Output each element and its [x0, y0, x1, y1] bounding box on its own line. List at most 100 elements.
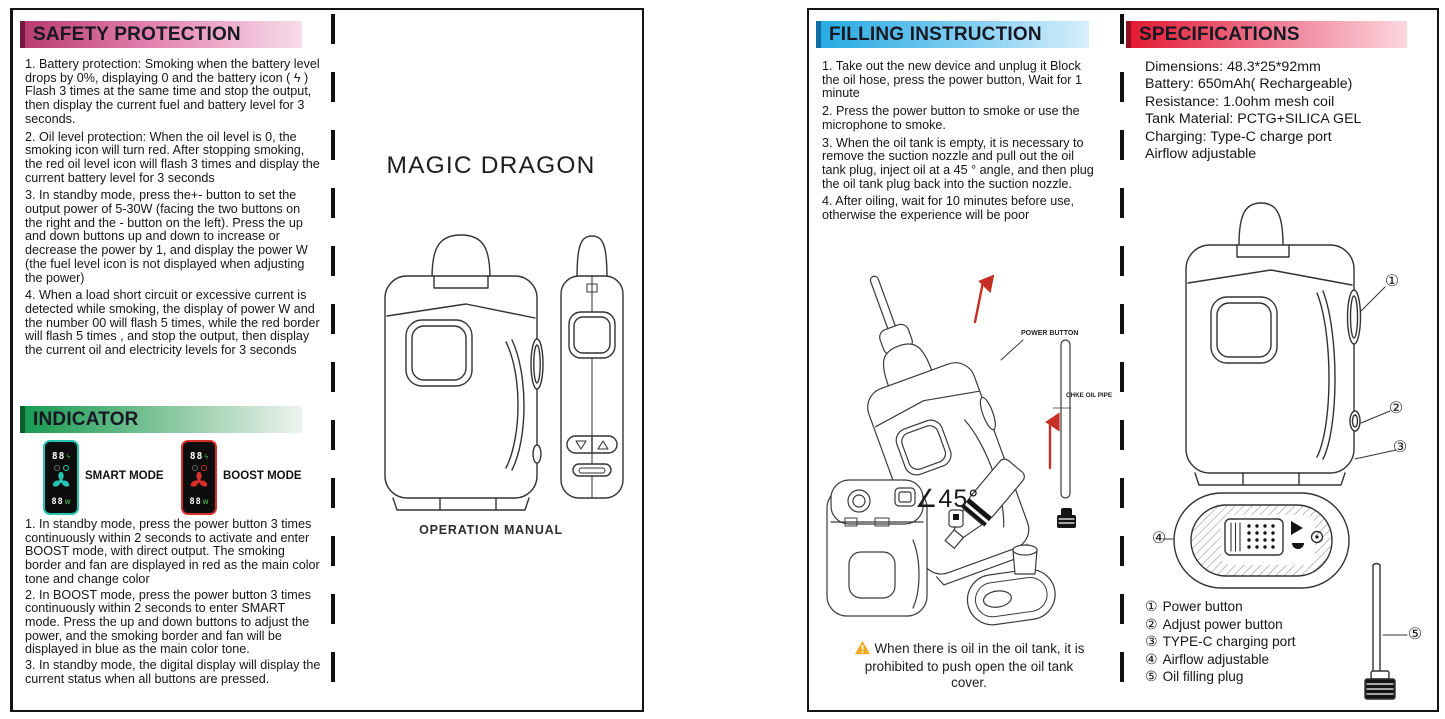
adjust-button [533, 445, 541, 463]
indicator-title: INDICATOR [33, 408, 139, 430]
power-button [531, 339, 543, 389]
mouthpiece [1239, 203, 1283, 245]
spec-line: Dimensions: 48.3*25*92mm [1145, 59, 1321, 75]
arc-mark [1292, 543, 1304, 549]
power-button-label: POWER BUTTON [1021, 330, 1079, 337]
screen-window [406, 320, 472, 386]
warning-text: When there is oil in the oil tank, it is… [864, 641, 1085, 690]
safety-text: 1. Battery protection: Smoking when the … [25, 57, 321, 362]
fold-line [331, 14, 335, 706]
spec-line: Tank Material: PCTG+SILICA GEL [1145, 111, 1362, 128]
warning-triangle-icon [854, 640, 871, 659]
display-digits: 88 [51, 451, 66, 462]
safety-item: 2. Oil level protection: When the oil le… [25, 129, 320, 185]
display-digits: 88 [189, 451, 204, 462]
callout-1-leader [1361, 287, 1385, 311]
filling-text: 1. Take out the new device and unplug it… [822, 59, 1100, 227]
filling-instruction-header: FILLING INSTRUCTION [816, 21, 1089, 48]
specs-list: Dimensions: 48.3*25*92mm Battery: 650mAh… [1145, 59, 1361, 163]
up-triangle-icon [598, 441, 608, 449]
filling-title: FILLING INSTRUCTION [829, 23, 1042, 45]
screen-window [1211, 297, 1277, 363]
left-sheet: SAFETY PROTECTION 1. Battery protection:… [10, 8, 644, 712]
adjust-power-button [1350, 411, 1360, 431]
safety-item: 3. In standby mode, press the+- button t… [25, 188, 308, 285]
status-dots [53, 465, 69, 471]
bolt-icon: ϟ [204, 454, 209, 461]
power-button [1348, 290, 1361, 344]
boost-mode-label: BOOST MODE [223, 470, 302, 482]
callout-2: ② [1388, 400, 1404, 417]
safety-protection-header: SAFETY PROTECTION [20, 21, 302, 48]
suction-nozzle-pipe [869, 275, 897, 334]
indicator-item: 1. In standby mode, press the power butt… [25, 517, 320, 586]
filling-item: 1. Take out the new device and unplug it… [822, 59, 1082, 101]
filling-diagram [817, 274, 1076, 640]
pull-arrow-icon [975, 274, 995, 322]
operation-manual-label: OPERATION MANUAL [419, 523, 563, 537]
header-accent-bar [1126, 21, 1131, 48]
callout-1: ① [1384, 273, 1400, 290]
spec-line: Battery: 650mAh( Rechargeable) [1145, 76, 1353, 93]
bottom-view-drawing [1174, 493, 1349, 588]
header-accent-bar [816, 21, 821, 48]
fan-icon [190, 472, 208, 487]
watt-mark: W [64, 500, 71, 506]
bowtie-mark [1291, 521, 1303, 535]
filling-item: 3. When the oil tank is empty, it is nec… [822, 135, 1094, 191]
oil-filling-plug-drawing [1365, 564, 1395, 700]
device-top-view-drawing [827, 480, 927, 616]
callout-5: ⑤ [1407, 626, 1423, 643]
callout-2-leader [1361, 411, 1390, 423]
spec-line: Resistance: 1.0ohm mesh coil [1145, 93, 1335, 110]
screen-window [569, 312, 615, 358]
filling-item: 2. Press the power button to smoke or us… [822, 104, 1080, 132]
oil-pipe-label: CHKE OIL PIPE [1066, 392, 1113, 399]
safety-item: 1. Battery protection: Smoking when the … [25, 57, 320, 126]
indicator-header: INDICATOR [20, 406, 302, 433]
boost-mode-display: 88ϟ 88W [181, 440, 217, 515]
warning-note: When there is oil in the oil tank, it is… [847, 640, 1091, 690]
angle-45-label: ∠45° [915, 485, 980, 513]
specs-title: SPECIFICATIONS [1139, 23, 1300, 45]
product-title: MAGIC DRAGON [386, 152, 596, 179]
fold-line [1120, 14, 1124, 706]
slider-dots [1247, 524, 1275, 549]
display-digits: 88 [51, 497, 64, 507]
right-sheet: FILLING INSTRUCTION 1. Take out the new … [807, 8, 1439, 712]
specs-device-diagram [1149, 193, 1439, 713]
plug-icon [949, 510, 963, 527]
power-button-leader-line [1001, 340, 1023, 360]
oil-plug-icon [1057, 508, 1076, 528]
mouthpiece-cap-drawing [964, 566, 1058, 628]
bolt-icon: ϟ [66, 454, 71, 461]
spec-line: Charging: Type-C charge port [1145, 128, 1332, 145]
callout-3: ③ [1392, 439, 1408, 456]
spec-line: Airflow adjustable [1145, 146, 1257, 163]
status-dots [191, 465, 207, 471]
safety-title: SAFETY PROTECTION [33, 23, 241, 45]
header-accent-bar [20, 21, 25, 48]
down-triangle-icon [576, 441, 586, 449]
header-accent-bar [20, 406, 25, 433]
device-front-and-side-drawing [348, 222, 643, 514]
specifications-header: SPECIFICATIONS [1126, 21, 1407, 48]
fan-icon [52, 472, 70, 487]
indicator-item: 3. In standby mode, the digital display … [25, 658, 321, 686]
callout-3-leader [1355, 450, 1396, 459]
smart-mode-display: 88ϟ 88W [43, 440, 79, 515]
oil-pipe [1061, 340, 1070, 498]
indicator-text: 1. In standby mode, press the power butt… [25, 517, 321, 690]
indicator-item: 2. In BOOST mode, press the power button… [25, 587, 312, 657]
mouthpiece [577, 236, 607, 278]
power-button [977, 396, 998, 431]
cap-cylinder-drawing [1013, 545, 1037, 574]
smart-mode-label: SMART MODE [85, 470, 164, 482]
